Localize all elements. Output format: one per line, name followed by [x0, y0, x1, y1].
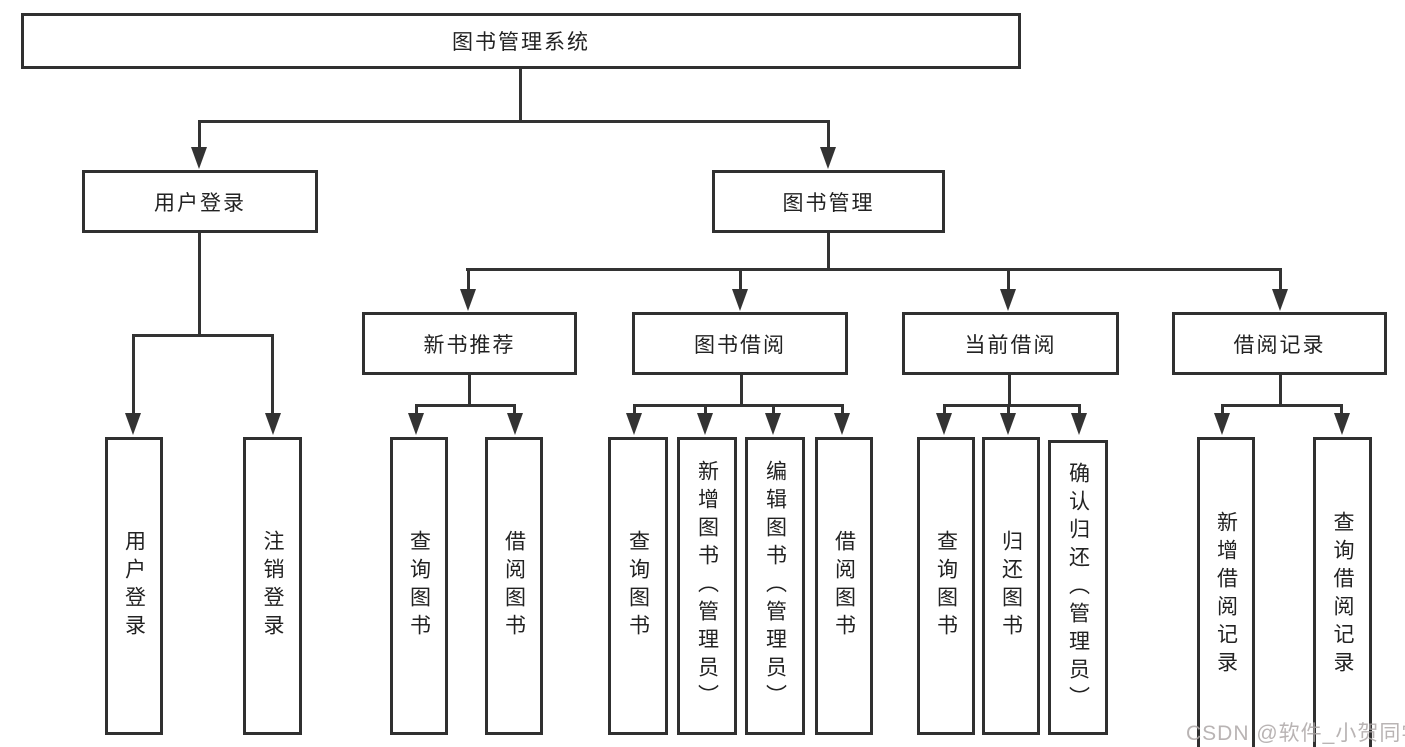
node-borrowing-records: 借阅记录	[1172, 312, 1387, 375]
arrow-down-icon	[1000, 289, 1016, 311]
node-confirm-return-admin: 确认归还（管理员）	[1048, 440, 1108, 735]
node-edit-books-admin: 编辑图书（管理员）	[745, 437, 805, 735]
arrow-down-icon	[697, 413, 713, 435]
connector-line	[827, 121, 830, 149]
connector-line	[1221, 406, 1224, 415]
connector-line	[132, 336, 135, 414]
node-book-management: 图书管理	[712, 170, 945, 233]
connector-line	[132, 334, 274, 337]
node-user-login-group: 用户登录	[82, 170, 318, 233]
node-label: 图书管理系统	[452, 31, 590, 54]
connector-line	[468, 375, 471, 406]
connector-line	[1008, 375, 1011, 406]
connector-line	[467, 270, 470, 291]
node-label: 新增借阅记录	[1214, 510, 1238, 679]
node-library-management-system: 图书管理系统	[21, 13, 1021, 69]
arrow-down-icon	[408, 413, 424, 435]
connector-line	[633, 404, 844, 407]
node-book-borrowing: 图书借阅	[632, 312, 848, 375]
node-logout: 注销登录	[243, 437, 302, 735]
node-user-login: 用户登录	[105, 437, 163, 735]
node-label: 编辑图书（管理员）	[763, 460, 787, 712]
node-query-books-3: 查询图书	[917, 437, 975, 735]
node-add-borrow-record: 新增借阅记录	[1197, 437, 1255, 747]
node-query-books-1: 查询图书	[390, 437, 448, 735]
connector-line	[943, 406, 946, 415]
node-new-book-recommend: 新书推荐	[362, 312, 577, 375]
node-label: 确认归还（管理员）	[1066, 461, 1090, 714]
connector-line	[271, 336, 274, 414]
connector-line	[198, 120, 830, 123]
arrow-down-icon	[460, 289, 476, 311]
node-return-books: 归还图书	[982, 437, 1040, 735]
node-query-borrow-record: 查询借阅记录	[1313, 437, 1372, 747]
node-label: 查询图书	[626, 530, 650, 642]
node-label: 新书推荐	[423, 333, 516, 357]
node-label: 新增图书（管理员）	[695, 460, 719, 712]
arrow-down-icon	[1334, 413, 1350, 435]
node-borrow-books-1: 借阅图书	[485, 437, 543, 735]
node-label: 借阅记录	[1233, 333, 1326, 357]
connector-line	[1340, 406, 1343, 415]
connector-line	[466, 268, 1282, 271]
connector-line	[740, 375, 743, 406]
arrow-down-icon	[936, 413, 952, 435]
node-label: 借阅图书	[832, 530, 856, 642]
connector-line	[827, 233, 830, 270]
node-label: 归还图书	[999, 530, 1023, 642]
node-label: 查询借阅记录	[1331, 510, 1355, 679]
connector-line	[633, 406, 636, 415]
arrow-down-icon	[732, 289, 748, 311]
node-add-books-admin: 新增图书（管理员）	[677, 437, 737, 735]
arrow-down-icon	[820, 147, 836, 169]
arrow-down-icon	[834, 413, 850, 435]
node-label: 用户登录	[122, 530, 146, 642]
connector-line	[841, 406, 844, 415]
arrow-down-icon	[265, 413, 281, 435]
connector-line	[1279, 270, 1282, 291]
connector-line	[943, 404, 1081, 407]
connector-line	[415, 406, 418, 415]
connector-line	[1078, 406, 1081, 415]
watermark-text: CSDN @软件_小贺同学	[1186, 722, 1405, 745]
node-borrow-books-2: 借阅图书	[815, 437, 873, 735]
connector-line	[1221, 404, 1343, 407]
node-label: 用户登录	[154, 191, 246, 215]
connector-line	[198, 233, 201, 336]
node-label: 借阅图书	[502, 530, 526, 642]
node-label: 图书管理	[782, 191, 875, 215]
node-label: 查询图书	[934, 530, 958, 642]
connector-line	[519, 69, 522, 122]
arrow-down-icon	[1000, 413, 1016, 435]
node-query-books-2: 查询图书	[608, 437, 668, 735]
arrow-down-icon	[1071, 413, 1087, 435]
connector-line	[415, 404, 516, 407]
node-label: 查询图书	[407, 530, 431, 642]
connector-line	[198, 121, 201, 149]
connector-line	[513, 406, 516, 415]
connector-line	[739, 270, 742, 291]
arrow-down-icon	[125, 413, 141, 435]
node-label: 注销登录	[261, 530, 285, 642]
arrow-down-icon	[1272, 289, 1288, 311]
connector-line	[704, 406, 707, 415]
connector-line	[1279, 375, 1282, 406]
arrow-down-icon	[1214, 413, 1230, 435]
arrow-down-icon	[191, 147, 207, 169]
node-label: 当前借阅	[964, 333, 1057, 357]
arrow-down-icon	[626, 413, 642, 435]
node-current-borrowing: 当前借阅	[902, 312, 1119, 375]
connector-line	[772, 406, 775, 415]
arrow-down-icon	[507, 413, 523, 435]
connector-line	[1007, 406, 1010, 415]
arrow-down-icon	[765, 413, 781, 435]
node-label: 图书借阅	[694, 333, 786, 357]
connector-line	[1007, 270, 1010, 291]
